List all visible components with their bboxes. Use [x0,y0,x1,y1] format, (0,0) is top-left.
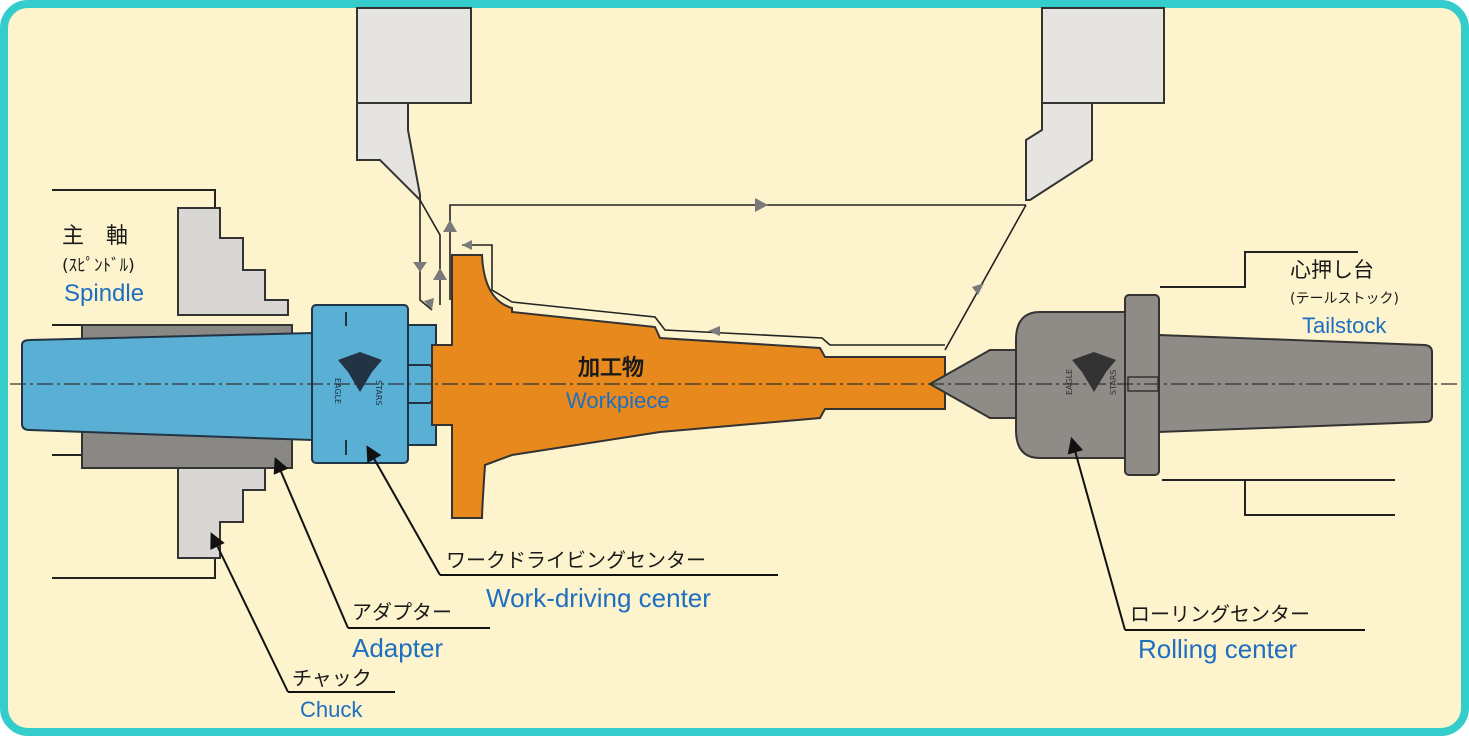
work-driving-center-label-jp: ワークドライビングセンター [446,548,706,572]
adapter-logo-eagle-text: EAGLE [333,378,342,404]
spindle-label-en: Spindle [64,280,145,307]
workpiece-shape [431,254,946,519]
tool-path-arrows [413,198,984,336]
adapter-label-en: Adapter [352,633,444,663]
tailstock-label-jp: 心押し台 [1290,258,1374,282]
leader-lines [210,436,1365,693]
chuck-label-en: Chuck [300,697,363,722]
spindle-label-jp-sub: (ｽﾋﾟﾝﾄﾞﾙ) [62,256,135,276]
tailstock-label-en: Tailstock [1302,313,1387,338]
chuck-label-jp: チャック [292,666,372,690]
tailstock-outline-lines [1160,251,1395,516]
spindle-shape [21,331,313,442]
rolling-center-logo-stars-text: STARS [1109,370,1118,395]
rolling-center-logo-eagle-text: EAGLE [1065,369,1074,395]
tailstock-shape [1158,333,1433,434]
spindle-label-jp: 主 軸 [62,224,129,249]
chuck-jaw-top [177,207,289,316]
tailstock-label-jp-sub: (テールストック) [1290,291,1399,307]
work-driving-center-label-en: Work-driving center [486,583,711,613]
rolling-center-label-en: Rolling center [1138,634,1297,664]
rolling-center-logo-icon [1072,352,1116,392]
adapter-label-jp: アダプター [352,600,452,624]
adapter-logo-stars-text: STARS [374,380,383,405]
tool-holder-right [1025,7,1165,201]
tool-holder-left [356,7,472,203]
tool-path [419,199,1027,351]
rolling-center-label-jp: ローリングセンター [1130,602,1310,626]
workpiece-label-jp: 加工物 [578,356,645,381]
workpiece-label-en: Workpiece [566,388,670,413]
adapter-logo-icon [338,352,382,392]
